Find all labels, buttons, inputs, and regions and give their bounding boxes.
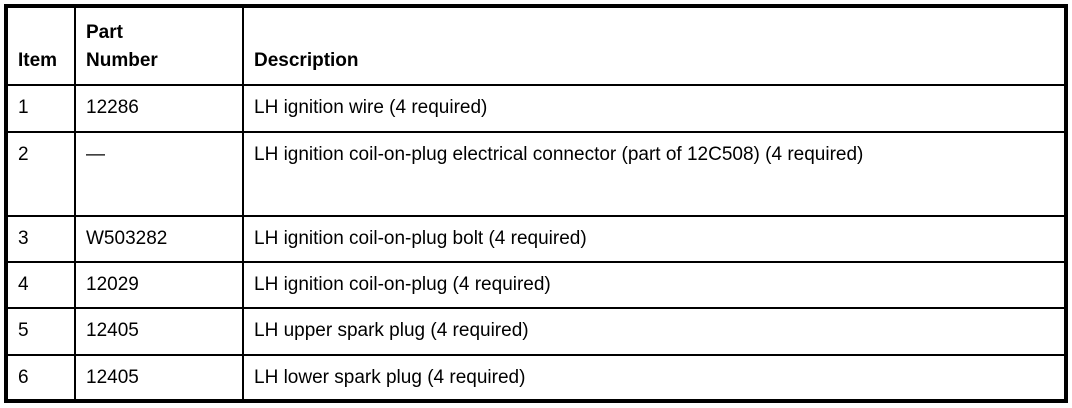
column-header-part-number-label: Part Number xyxy=(86,22,158,72)
cell-item: 5 xyxy=(5,307,76,356)
table-row: 5 12405 LH upper spark plug (4 required) xyxy=(5,307,1067,356)
column-header-item-label: Item xyxy=(18,50,58,72)
cell-description: LH lower spark plug (4 required) xyxy=(242,353,1067,403)
cell-description: LH ignition coil-on-plug bolt (4 require… xyxy=(242,215,1067,264)
column-header-description-label: Description xyxy=(254,50,359,72)
table-row: 2 — LH ignition coil-on-plug electrical … xyxy=(5,130,1067,218)
column-header-part-number: Part Number xyxy=(74,4,244,87)
cell-item: 2 xyxy=(5,130,76,218)
cell-item: 4 xyxy=(5,261,76,310)
cell-part-number: — xyxy=(74,130,244,218)
cell-part-number: 12405 xyxy=(74,353,244,403)
cell-part-number: 12405 xyxy=(74,307,244,356)
table-row: 1 12286 LH ignition wire (4 required) xyxy=(5,84,1067,133)
table-row: 4 12029 LH ignition coil-on-plug (4 requ… xyxy=(5,261,1067,310)
cell-description: LH ignition coil-on-plug electrical conn… xyxy=(242,130,1067,218)
cell-part-number: W503282 xyxy=(74,215,244,264)
cell-description: LH upper spark plug (4 required) xyxy=(242,307,1067,356)
cell-part-number: 12029 xyxy=(74,261,244,310)
cell-item: 3 xyxy=(5,215,76,264)
cell-description: LH ignition coil-on-plug (4 required) xyxy=(242,261,1067,310)
table-row: 3 W503282 LH ignition coil-on-plug bolt … xyxy=(5,215,1067,264)
cell-item: 1 xyxy=(5,84,76,133)
cell-description: LH ignition wire (4 required) xyxy=(242,84,1067,133)
column-header-item: Item xyxy=(5,4,76,87)
column-header-description: Description xyxy=(242,4,1067,87)
cell-item: 6 xyxy=(5,353,76,403)
table-header-row: Item Part Number Description xyxy=(5,4,1067,87)
table-row: 6 12405 LH lower spark plug (4 required) xyxy=(5,353,1067,403)
parts-table: Item Part Number Description 1 12286 LH … xyxy=(4,4,1068,403)
cell-part-number: 12286 xyxy=(74,84,244,133)
